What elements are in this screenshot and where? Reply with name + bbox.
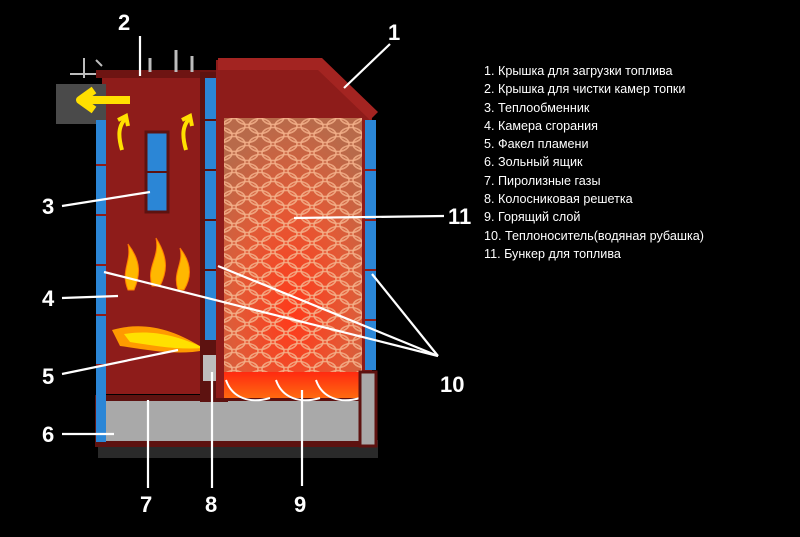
gas-arrow-up-2 xyxy=(181,113,194,151)
loading-lid xyxy=(218,58,378,120)
legend-item-7: 7. Пиролизные газы xyxy=(484,173,601,188)
callout-4: 4 xyxy=(42,286,55,311)
combustion-flames xyxy=(124,237,190,291)
callout-8: 8 xyxy=(205,492,217,517)
callout-3: 3 xyxy=(42,194,54,219)
bunker-bottom-wall xyxy=(358,370,378,448)
leader-lines xyxy=(61,36,445,488)
top-fittings xyxy=(70,58,103,78)
water-jacket-right xyxy=(365,120,376,370)
legend-item-11: 11. Бункер для топлива xyxy=(484,246,621,261)
callout-2: 2 xyxy=(118,10,130,35)
flame-torch xyxy=(112,326,206,353)
smoke-arrow-left xyxy=(76,86,130,114)
callout-5: 5 xyxy=(42,364,54,389)
cleaning-lid-handle xyxy=(148,50,194,72)
legend-item-3: 3. Теплообменник xyxy=(484,100,590,115)
burning-layer xyxy=(224,372,362,398)
legend-item-10: 10. Теплоноситель(водяная рубашка) xyxy=(484,228,704,243)
left-chamber-top xyxy=(96,70,216,78)
callout-10: 10 xyxy=(440,372,464,397)
gas-arrow-up-1 xyxy=(117,113,130,151)
legend-item-1: 1. Крышка для загрузки топлива xyxy=(484,64,673,78)
legend-item-6: 6. Зольный ящик xyxy=(484,155,583,170)
callout-7: 7 xyxy=(140,492,152,517)
legend-item-8: 8. Колосниковая решетка xyxy=(484,192,633,207)
legend-item-9: 9. Горящий слой xyxy=(484,210,581,225)
legend-list: 1. Крышка для загрузки топлива 2. Крышка… xyxy=(484,62,794,263)
ash-box xyxy=(95,395,373,447)
callout-9: 9 xyxy=(294,492,306,517)
legend-item-5: 5. Факел пламени xyxy=(484,137,589,152)
legend-item-4: 4. Камера сгорания xyxy=(484,118,598,133)
callout-1: 1 xyxy=(388,20,400,45)
fuel-logs-texture xyxy=(224,118,362,380)
water-jacket-left xyxy=(96,120,106,442)
air-flow-lines xyxy=(225,379,361,402)
legend-item-2: 2. Крышка для чистки камер топки xyxy=(484,82,686,97)
callout-6: 6 xyxy=(42,422,54,447)
callout-11: 11 xyxy=(448,204,471,229)
